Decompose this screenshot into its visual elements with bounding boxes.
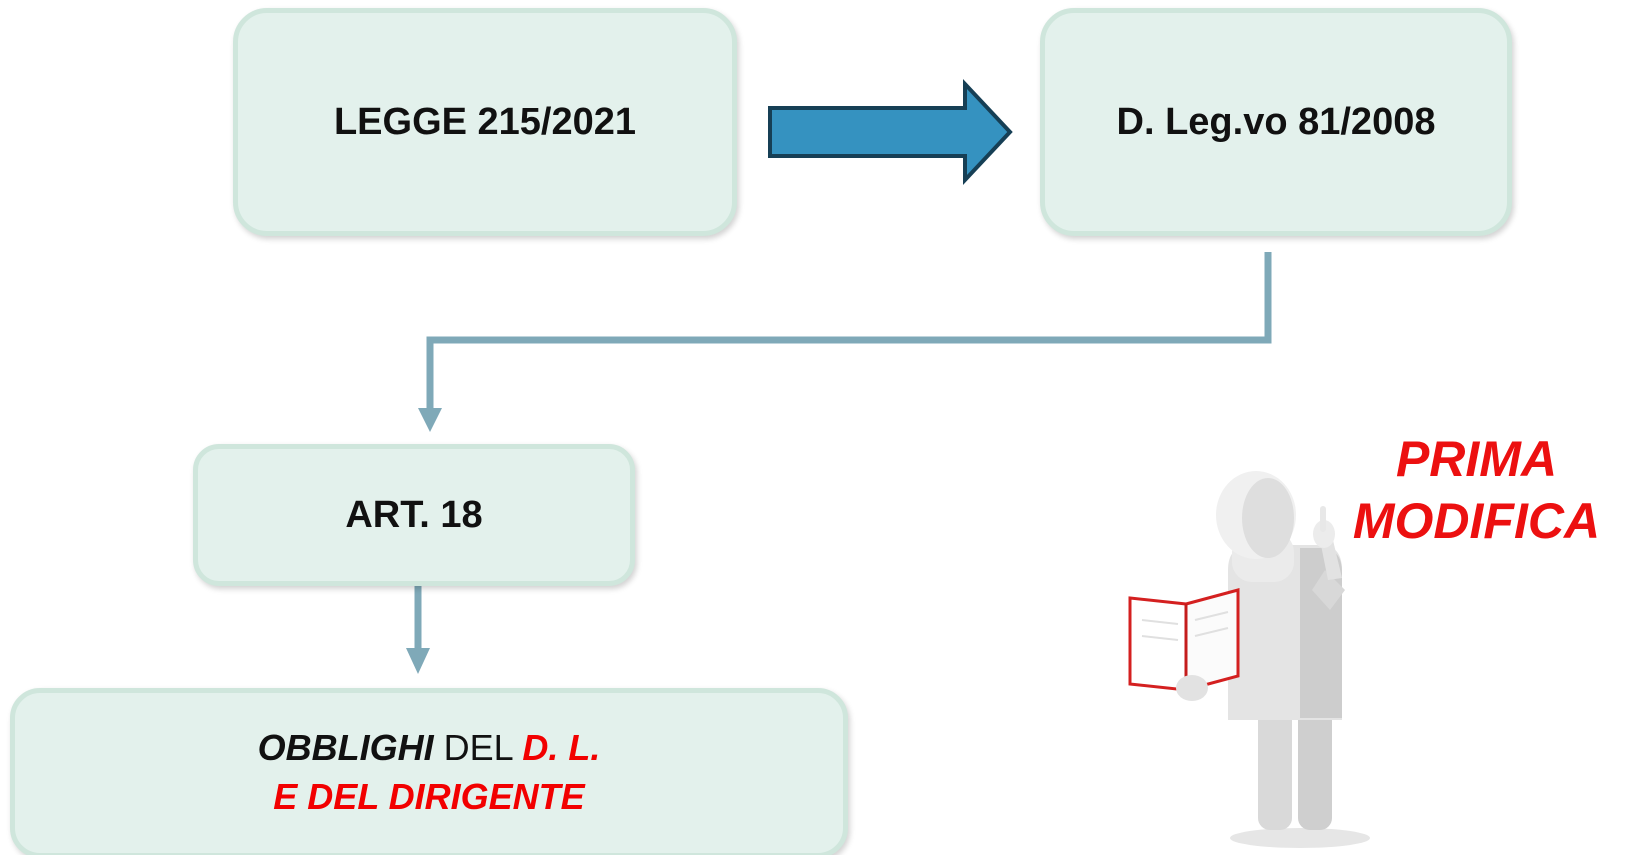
box-obblighi: OBBLIGHI DEL D. L. E DEL DIRIGENTE [10,688,848,855]
obblighi-word: OBBLIGHI [257,727,434,769]
box-dlgs-label: D. Leg.vo 81/2008 [1116,100,1436,143]
del-word: DEL [433,727,523,769]
prima-modifica-annotation: PRIMA MODIFICA [1320,428,1633,552]
dl-word: D. L. [522,727,601,769]
box-legge-label: LEGGE 215/2021 [333,100,637,143]
big-arrow-right [768,78,1013,186]
box-art-18: ART. 18 [193,444,635,586]
elbow-connector [426,252,1272,410]
down-arrowhead [406,648,430,674]
obblighi-line-2: E DEL DIRIGENTE [273,776,585,817]
elbow-arrowhead [418,408,442,432]
obblighi-line-1: OBBLIGHI DEL D. L. [258,724,601,773]
annotation-line-2: MODIFICA [1352,493,1601,549]
obblighi-text: OBBLIGHI DEL D. L. E DEL DIRIGENTE [258,724,601,821]
box-dlgs-81-2008: D. Leg.vo 81/2008 [1040,8,1512,236]
box-art-label: ART. 18 [345,493,483,536]
box-legge-215-2021: LEGGE 215/2021 [233,8,737,236]
annotation-line-1: PRIMA [1395,431,1558,487]
